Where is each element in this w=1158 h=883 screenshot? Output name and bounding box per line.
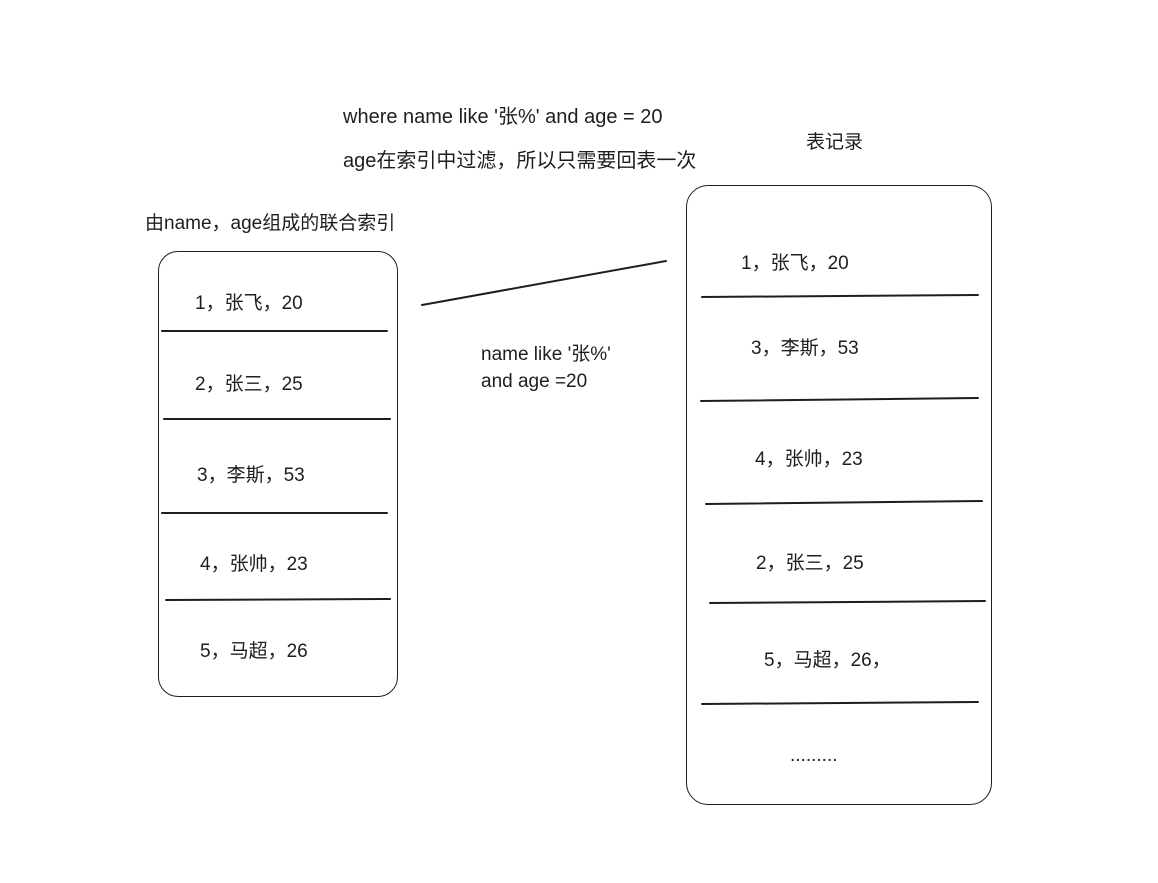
index-row: 3，李斯，53 — [197, 465, 305, 486]
table-divider — [709, 600, 986, 604]
index-row: 5，马超，26 — [200, 641, 308, 662]
index-box — [158, 251, 398, 697]
table-row-ellipsis: ......... — [790, 745, 838, 766]
connector-line — [421, 260, 667, 306]
table-divider — [700, 397, 979, 402]
index-row: 1，张飞，20 — [195, 293, 303, 314]
table-box — [686, 185, 992, 805]
query-explanation: age在索引中过滤，所以只需要回表一次 — [343, 150, 697, 172]
index-divider — [165, 598, 391, 601]
table-row: 5，马超，26， — [764, 650, 891, 671]
table-row: 2，张三，25 — [756, 553, 864, 574]
connector-label-line1: name like '张%' — [481, 344, 611, 365]
index-title: 由name，age组成的联合索引 — [145, 213, 396, 234]
query-text: where name like '张%' and age = 20 — [343, 106, 663, 128]
table-title: 表记录 — [806, 132, 864, 153]
table-row: 3，李斯，53 — [751, 338, 859, 359]
table-row: 1，张飞，20 — [741, 253, 849, 274]
table-divider — [705, 500, 983, 505]
table-divider — [701, 701, 979, 705]
index-row: 4，张帅，23 — [200, 554, 308, 575]
index-row: 2，张三，25 — [195, 374, 303, 395]
connector-label-line2: and age =20 — [481, 371, 588, 392]
table-row: 4，张帅，23 — [755, 449, 863, 470]
table-divider — [701, 294, 979, 298]
